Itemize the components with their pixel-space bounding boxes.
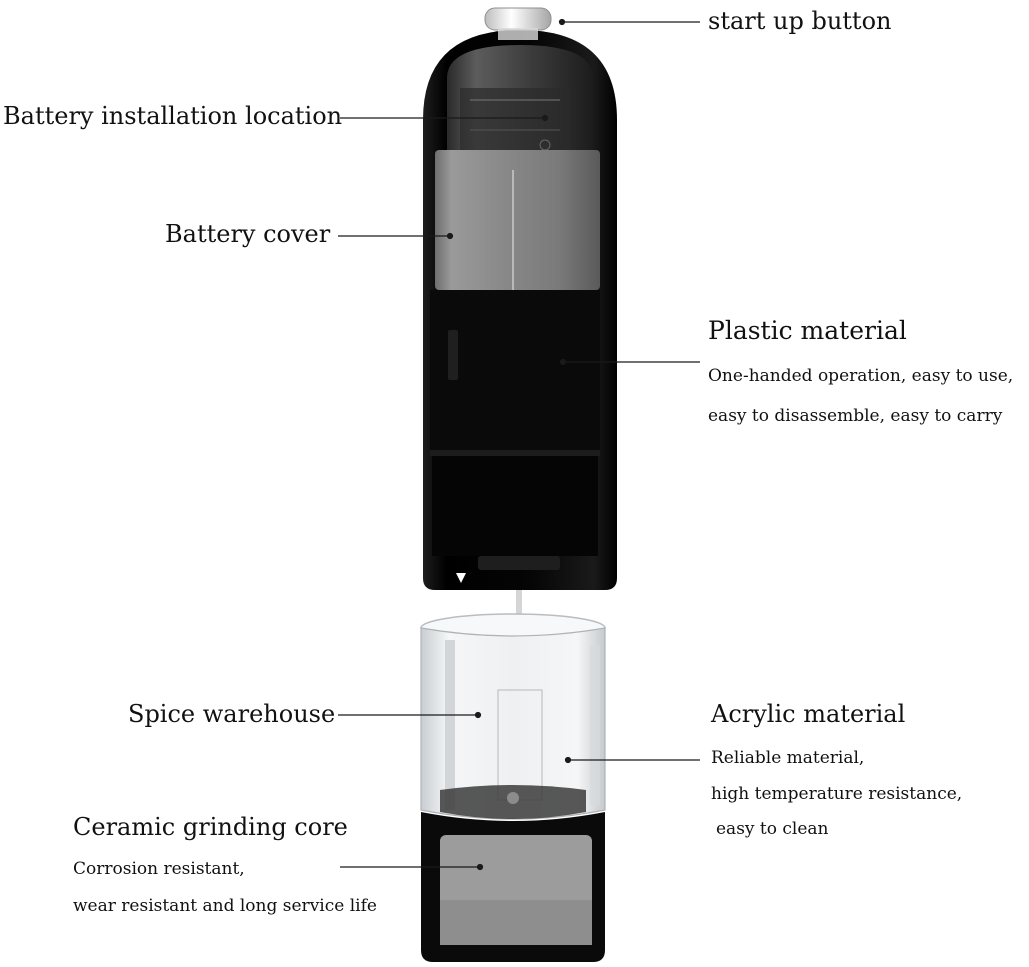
label-plastic-material-title: Plastic material	[708, 316, 907, 345]
label-ceramic-grinding-core-line2: wear resistant and long service life	[73, 896, 377, 916]
label-plastic-material-line2: easy to disassemble, easy to carry	[708, 406, 1003, 426]
ceramic-grinding-base	[421, 812, 605, 962]
label-start-up-button: start up button	[708, 7, 892, 35]
down-arrow-marker-icon	[456, 573, 466, 583]
leader-lines	[338, 18, 700, 871]
label-acrylic-material-line1: Reliable material,	[711, 748, 865, 768]
label-plastic-material-line1: One-handed operation, easy to use,	[708, 366, 1014, 386]
grinder-upper-body	[423, 30, 617, 590]
label-acrylic-material-line3: easy to clean	[716, 819, 829, 839]
label-ceramic-grinding-core-title: Ceramic grinding core	[73, 813, 348, 841]
acrylic-spice-chamber	[420, 613, 606, 820]
label-battery-installation-location: Battery installation location	[3, 102, 343, 130]
power-button-icon	[484, 7, 552, 40]
label-acrylic-material-line2: high temperature resistance,	[711, 784, 963, 804]
label-ceramic-grinding-core-line1: Corrosion resistant,	[73, 859, 245, 879]
label-battery-cover: Battery cover	[165, 220, 331, 248]
label-acrylic-material-title: Acrylic material	[711, 700, 906, 728]
label-spice-warehouse: Spice warehouse	[128, 700, 336, 728]
